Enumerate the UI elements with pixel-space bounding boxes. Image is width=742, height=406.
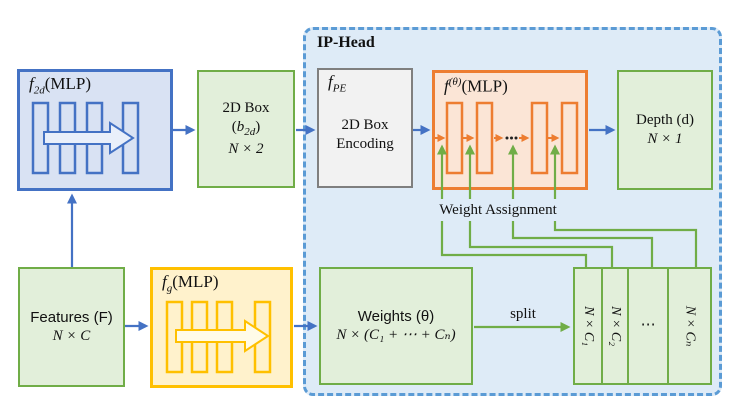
split-slices-box: N × C₁ N × C₂ ⋯ N × Cₙ [573,267,712,385]
depth-dims: N × 1 [647,131,683,147]
slice-ncn-label: N × Cₙ [682,305,698,347]
ip-head-title: IP-Head [317,34,375,51]
f2d-label: f2d(MLP) [29,74,92,97]
2d-box-title: 2D Box [222,99,270,116]
fpe-encoding-box: fPE 2D Box Encoding [317,68,413,188]
weight-assignment-label: Weight Assignment [424,199,572,221]
slice-nc2: N × C₂ [601,269,627,383]
2d-box-var: (b2d) [231,119,261,139]
2d-box-dims: N × 2 [228,140,264,157]
weights-box: Weights (θ) N × (C₁ + ⋯ + Cₙ) [319,267,473,385]
depth-title: Depth (d) [636,111,694,128]
slice-ellipsis: ⋯ [627,269,667,383]
weights-dims: N × (C₁ + ⋯ + Cₙ) [336,327,456,343]
ftheta-mlp-box: f(θ)(MLP) [432,70,588,190]
weights-title: Weights (θ) [357,307,435,325]
depth-output-box: Depth (d) N × 1 [617,70,713,190]
fpe-text-line1: 2D Box [341,116,389,133]
slice-nc2-label: N × C₂ [608,306,624,346]
slice-ellipsis-label: ⋯ [640,317,656,334]
f2d-mlp-box: f2d(MLP) [17,69,173,191]
fpe-text-line2: Encoding [336,136,394,152]
fg-label: fg(MLP) [162,272,219,295]
fg-mlp-box: fg(MLP) [150,267,293,388]
slice-ncn: N × Cₙ [667,269,710,383]
features-title: Features (F) [30,308,113,326]
ftheta-label: f(θ)(MLP) [444,76,508,96]
features-dims: N × C [52,328,91,344]
2d-box-output-box: 2D Box (b2d) N × 2 [197,70,295,188]
slice-nc1: N × C₁ [575,269,601,383]
slice-nc1-label: N × C₁ [581,306,597,346]
fpe-label: fPE [328,72,347,95]
features-input-box: Features (F) N × C [18,267,125,387]
split-label: split [510,306,536,322]
